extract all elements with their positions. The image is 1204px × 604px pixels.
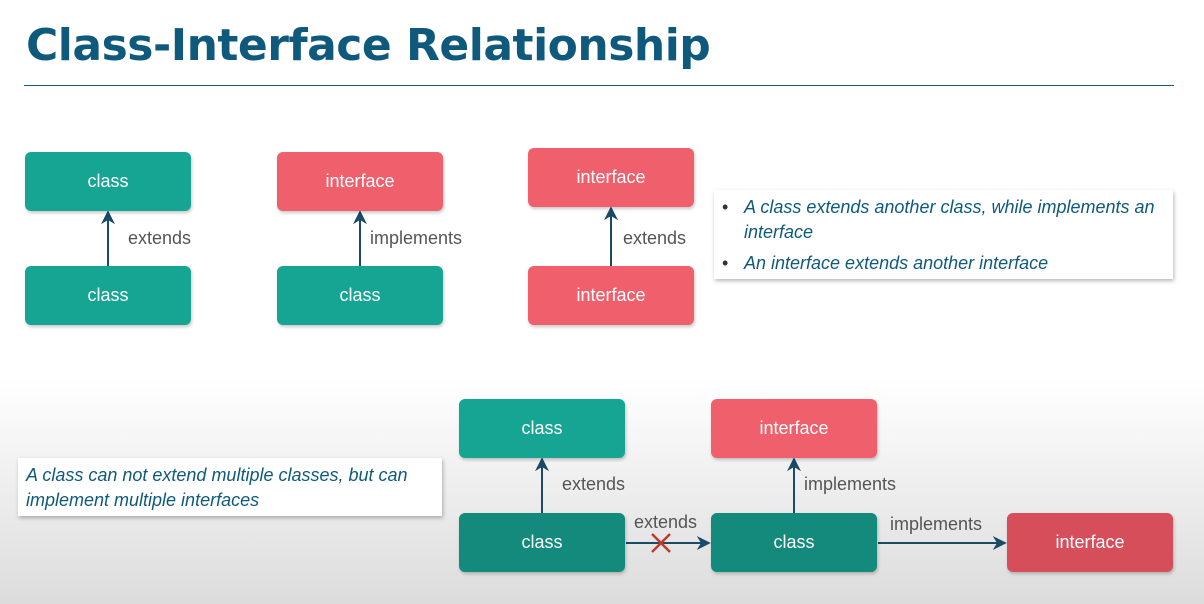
middle-class-box: class [711, 513, 877, 572]
rules-list-item: An interface extends another interface [722, 251, 1159, 276]
pair2-relation-label: implements [370, 228, 463, 248]
pair3-relation-label: extends [623, 228, 687, 248]
pair2-top-interface-box: interface [277, 152, 443, 211]
rules-note: A class extends another class, while imp… [714, 190, 1173, 279]
title-divider [24, 85, 1174, 86]
rules-list-item: A class extends another class, while imp… [722, 195, 1159, 245]
cross-icon [651, 533, 671, 553]
box-label: class [521, 532, 563, 552]
parent-class-box: class [459, 399, 625, 458]
box-label: class [339, 285, 381, 305]
pair2-bottom-class-box: class [277, 266, 443, 325]
parent-interface-box: interface [711, 399, 877, 458]
right-interface-box: interface [1007, 513, 1173, 572]
child-middle-relation-label: extends [634, 512, 698, 532]
page-title: Class-Interface Relationship [26, 20, 711, 71]
pair3-top-interface-box: interface [528, 148, 694, 207]
box-label: interface [325, 171, 395, 191]
pair3-bottom-interface-box: interface [528, 266, 694, 325]
middle-interface-right-relation-label: implements [890, 514, 983, 534]
pair1-relation-label: extends [128, 228, 192, 248]
child-class-box: class [459, 513, 625, 572]
multiple-inheritance-note: A class can not extend multiple classes,… [18, 458, 442, 516]
child-parent-relation-label: extends [562, 474, 626, 494]
box-label: class [87, 285, 129, 305]
box-label: class [521, 418, 563, 438]
box-label: class [87, 171, 129, 191]
pair1-top-class-box: class [25, 152, 191, 211]
pair1-bottom-class-box: class [25, 266, 191, 325]
box-label: interface [1055, 532, 1125, 552]
box-label: interface [576, 167, 646, 187]
rules-list: A class extends another class, while imp… [714, 190, 1173, 276]
box-label: interface [576, 285, 646, 305]
box-label: interface [759, 418, 829, 438]
middle-interface-up-relation-label: implements [804, 474, 897, 494]
box-label: class [773, 532, 815, 552]
